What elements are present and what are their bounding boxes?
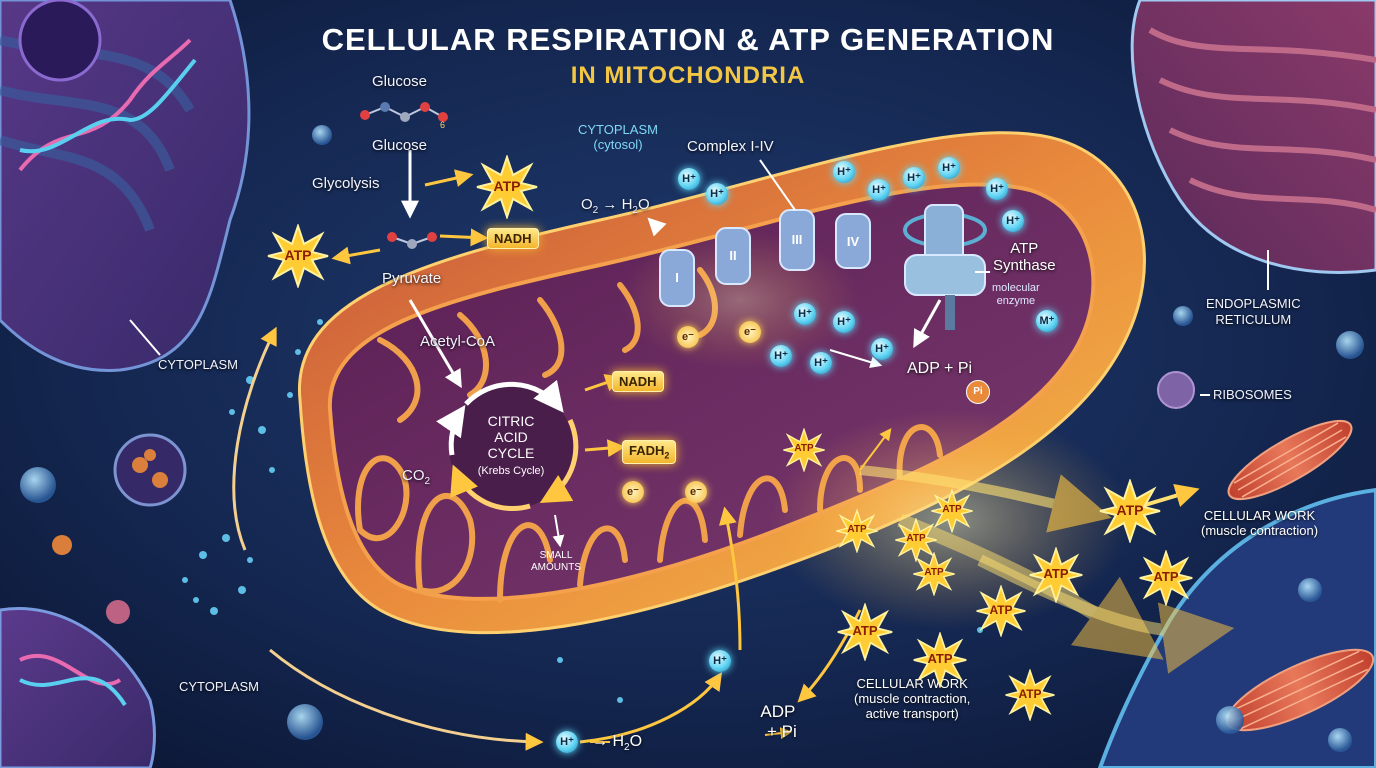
electron-4: e⁻ <box>685 481 707 503</box>
cytoplasm-left-label: CYTOPLASM <box>158 357 238 372</box>
ribosomes-label: RIBOSOMES <box>1213 387 1292 402</box>
atp-label: ATP <box>989 603 1013 617</box>
h-ion: H⁺ <box>810 352 832 374</box>
h-ion: H⁺ <box>903 167 925 189</box>
glycolysis-label: Glycolysis <box>312 175 380 192</box>
h-ion: H⁺ <box>868 179 890 201</box>
atp-star <box>1005 669 1055 721</box>
adp-pi-label: ADP + Pi <box>907 360 973 377</box>
m-ion: M⁺ <box>1036 310 1058 332</box>
acetyl-coa-label: Acetyl-CoA <box>420 333 496 350</box>
h-ion: H⁺ <box>833 311 855 333</box>
atp-label: ATP <box>284 247 312 263</box>
atp-label: ATP <box>1018 687 1042 701</box>
atp-label: ATP <box>942 504 962 515</box>
atp-star <box>1029 547 1083 603</box>
atp-label: ATP <box>906 533 926 544</box>
complex-ii-label: II <box>729 248 737 263</box>
atp-label: ATP <box>1043 566 1069 581</box>
atp-label: ATP <box>1116 502 1144 518</box>
glucose-label-top: Glucose <box>372 73 428 90</box>
cytoplasm-bottom-label: CYTOPLASM <box>179 679 259 694</box>
atp-label: ATP <box>927 651 953 666</box>
h-ion: H⁺ <box>1002 210 1024 232</box>
electron-3: e⁻ <box>622 481 644 503</box>
h-ion: H⁺ <box>770 345 792 367</box>
h-ion-water: H⁺ <box>556 731 578 753</box>
complex-iv-label: IV <box>846 234 860 249</box>
electron-1: e⁻ <box>677 326 699 348</box>
atp-label: ATP <box>493 178 521 194</box>
glucose-subscript: 6 <box>440 120 446 130</box>
h-ion: H⁺ <box>938 157 960 179</box>
subtitle: IN MITOCHONDRIA <box>570 62 806 89</box>
h-to-water-label: → H2O <box>592 733 643 754</box>
atp-star <box>837 603 893 661</box>
atp-star <box>267 224 329 288</box>
h-ion-bottom: H⁺ <box>709 650 731 672</box>
glucose-label-bottom: Glucose <box>372 137 428 154</box>
pi-badge: Pi <box>966 380 990 404</box>
h-ion: H⁺ <box>833 161 855 183</box>
atp-star <box>1099 479 1161 543</box>
pyruvate-label: Pyruvate <box>382 270 442 287</box>
atp-star <box>783 428 825 472</box>
atp-star <box>976 585 1026 637</box>
glucose-molecule-icon <box>360 102 448 122</box>
o2-to-h2o-label: O2 → H2O <box>581 196 650 216</box>
complex-iii-label: III <box>791 232 803 247</box>
nadh-tag-mid: NADH <box>612 371 664 392</box>
complex-i-label: I <box>675 270 679 285</box>
atp-label: ATP <box>852 623 878 638</box>
atp-synthase-shape <box>903 204 987 330</box>
atp-star <box>476 155 538 219</box>
fadh2-tag: FADH2 <box>622 440 677 464</box>
atp-label: ATP <box>924 567 944 578</box>
etc-complexes <box>659 209 871 307</box>
title: CELLULAR RESPIRATION & ATP GENERATION <box>321 22 1055 57</box>
electron-2: e⁻ <box>739 321 761 343</box>
h-ion: H⁺ <box>871 338 893 360</box>
cellular-work-right-label: CELLULAR WORK(muscle contraction) <box>1201 508 1319 538</box>
nadh-tag-top: NADH <box>487 228 539 249</box>
cytoplasm-top-label: CYTOPLASM(cytosol) <box>578 122 658 152</box>
adp-pi-bottom-label: ADP+ Pi <box>760 702 797 741</box>
atp-star <box>836 509 878 553</box>
atp-star <box>913 552 955 596</box>
pyruvate-molecule-icon <box>387 232 437 249</box>
atp-star <box>913 632 967 688</box>
atp-star <box>1139 550 1193 606</box>
h-ion: H⁺ <box>794 303 816 325</box>
h-ion: H⁺ <box>706 183 728 205</box>
atp-star <box>931 489 973 533</box>
atp-label: ATP <box>794 443 814 454</box>
h-ion: H⁺ <box>986 178 1008 200</box>
vesicles <box>20 125 1364 752</box>
atp-star <box>895 518 937 562</box>
atp-label: ATP <box>847 524 867 535</box>
atp-label: ATP <box>1153 569 1179 584</box>
h-ion: H⁺ <box>678 168 700 190</box>
co2-label: CO2 <box>402 467 431 487</box>
complex-label: Complex I-IV <box>687 138 774 155</box>
